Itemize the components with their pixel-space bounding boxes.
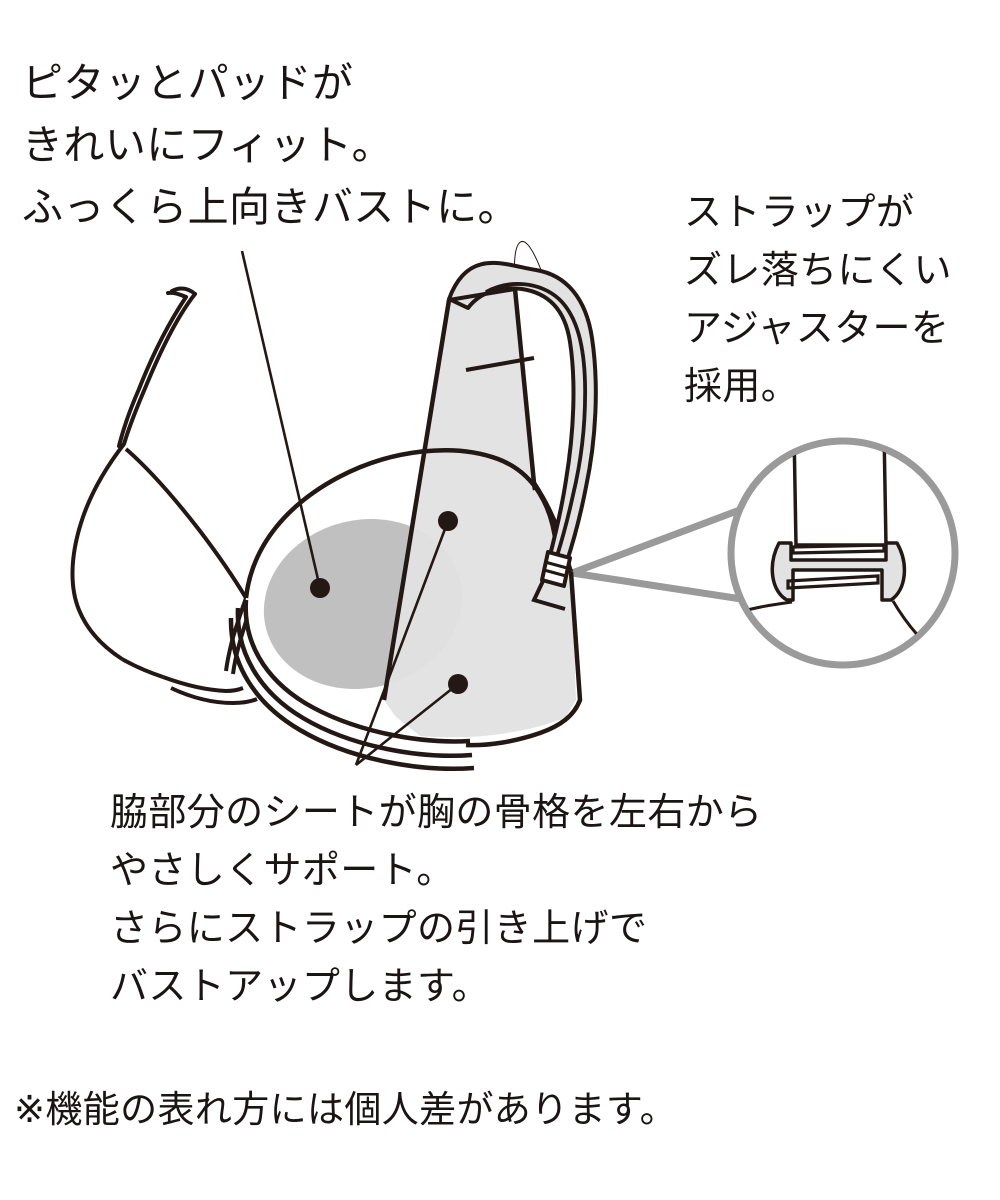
callout-strap-adjuster: ストラップが ズレ落ちにくい アジャスターを 採用。	[684, 192, 952, 408]
magnifier-cone	[568, 504, 752, 604]
left-cup	[70, 286, 258, 706]
dot-side-lower	[448, 674, 468, 694]
leader-line-pad	[240, 250, 322, 589]
leader-lines	[240, 250, 468, 767]
right-cup-assembly	[228, 288, 583, 771]
leader-line-side-upper	[354, 520, 450, 766]
adjuster-magnifier	[727, 437, 959, 669]
dot-pad	[310, 578, 330, 598]
strap-band	[447, 260, 598, 566]
callout-side-support: 脇部分のシートが胸の骨格を左右から やさしくサポート。 さらにストラップの引き上…	[110, 792, 763, 1008]
dot-side-upper	[438, 511, 458, 531]
shoulder-strap	[447, 241, 598, 611]
side-sheet-panel	[384, 289, 576, 738]
cup-body-fill	[244, 450, 580, 742]
footnote-text: ※機能の表れ方には個人差があります。	[14, 1089, 677, 1130]
strap-adjuster	[540, 550, 572, 588]
pad-area	[263, 518, 463, 690]
magnifier-content	[734, 444, 949, 662]
leader-line-side-lower	[355, 682, 459, 767]
callout-pad-fit: ピタッとパッドが きれいにフィット。 ふっくら上向きバストに。	[22, 60, 519, 230]
